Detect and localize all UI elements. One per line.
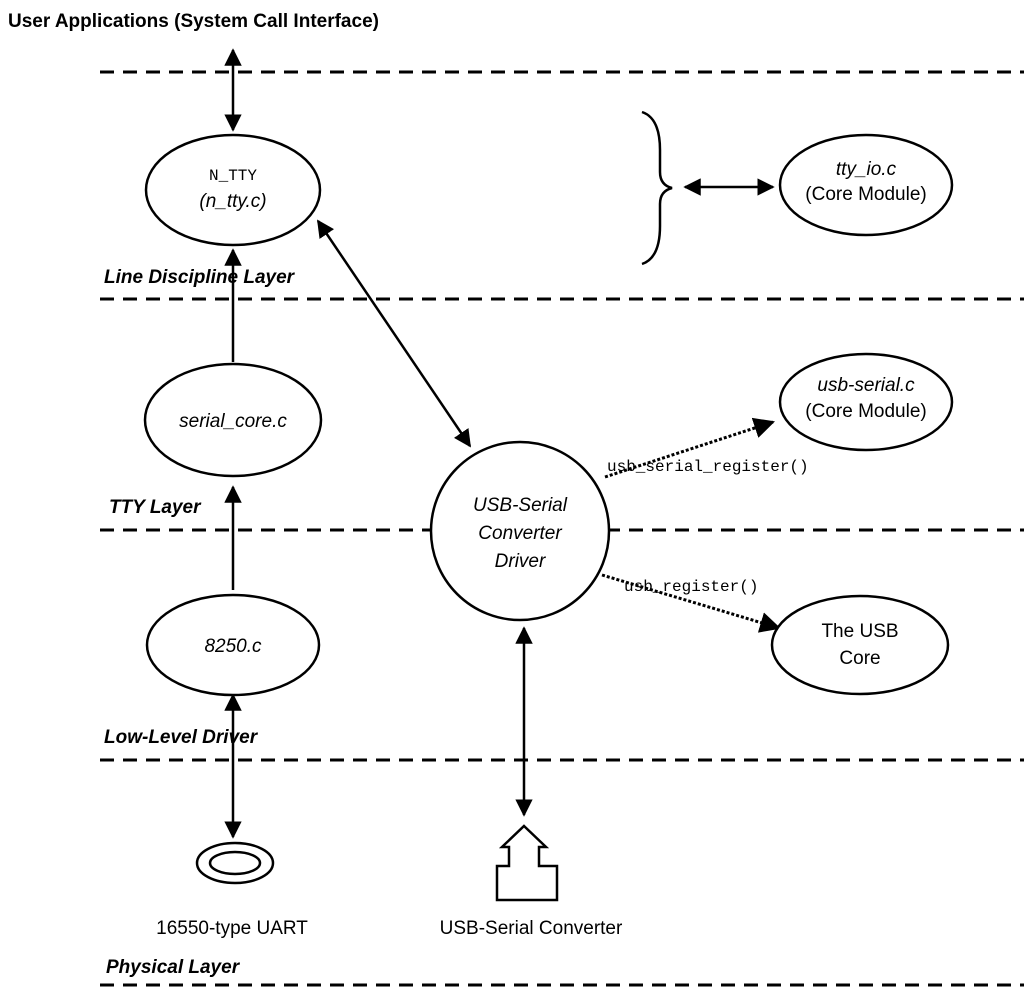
node-usb-serial-core-desc: (Core Module) xyxy=(805,401,926,422)
node-usb-core xyxy=(770,594,950,696)
dotted-arrow-usb-serial-register xyxy=(604,417,775,479)
node-8250 xyxy=(145,593,321,697)
node-tty-io-file: tty_io.c xyxy=(836,159,897,180)
node-usb-serial-driver-line3: Driver xyxy=(495,551,546,572)
node-tty-io-desc: (Core Module) xyxy=(805,184,926,205)
layer-label-physical: Physical Layer xyxy=(106,957,241,978)
node-usb-serial-core xyxy=(778,352,954,452)
node-usb-serial-core-file: usb-serial.c xyxy=(817,375,915,396)
curly-brace xyxy=(641,110,673,266)
edge-label-usb-serial-register: usb_serial_register() xyxy=(607,458,809,476)
node-n-tty-label: N_TTY xyxy=(209,167,257,185)
node-usb-serial-driver xyxy=(429,440,611,622)
dotted-arrow-usb-register xyxy=(601,573,782,633)
node-usb-core-line2: Core xyxy=(839,648,880,669)
node-8250-label: 8250.c xyxy=(204,636,262,657)
usb-plug-icon xyxy=(495,824,559,902)
node-serial-core-label: serial_core.c xyxy=(179,411,287,432)
usb-converter-caption: USB-Serial Converter xyxy=(440,918,623,939)
uart-chip-icon xyxy=(195,841,275,885)
arrow-ntty-usbserial-driver xyxy=(316,219,472,448)
node-serial-core xyxy=(143,362,323,478)
node-tty-io xyxy=(778,133,954,237)
diagram-title: User Applications (System Call Interface… xyxy=(8,11,379,32)
layer-label-line-discipline: Line Discipline Layer xyxy=(104,267,296,288)
node-n-tty-file: (n_tty.c) xyxy=(199,191,266,212)
layer-label-low-level: Low-Level Driver xyxy=(104,727,259,748)
node-usb-serial-driver-line1: USB-Serial xyxy=(473,495,568,516)
uart-caption: 16550-type UART xyxy=(156,918,308,939)
layer-label-tty: TTY Layer xyxy=(109,497,202,518)
edge-label-usb-register: usb_register() xyxy=(624,578,758,596)
node-n-tty xyxy=(144,133,322,247)
node-usb-serial-driver-line2: Converter xyxy=(478,523,562,544)
node-usb-core-line1: The USB xyxy=(821,621,898,642)
